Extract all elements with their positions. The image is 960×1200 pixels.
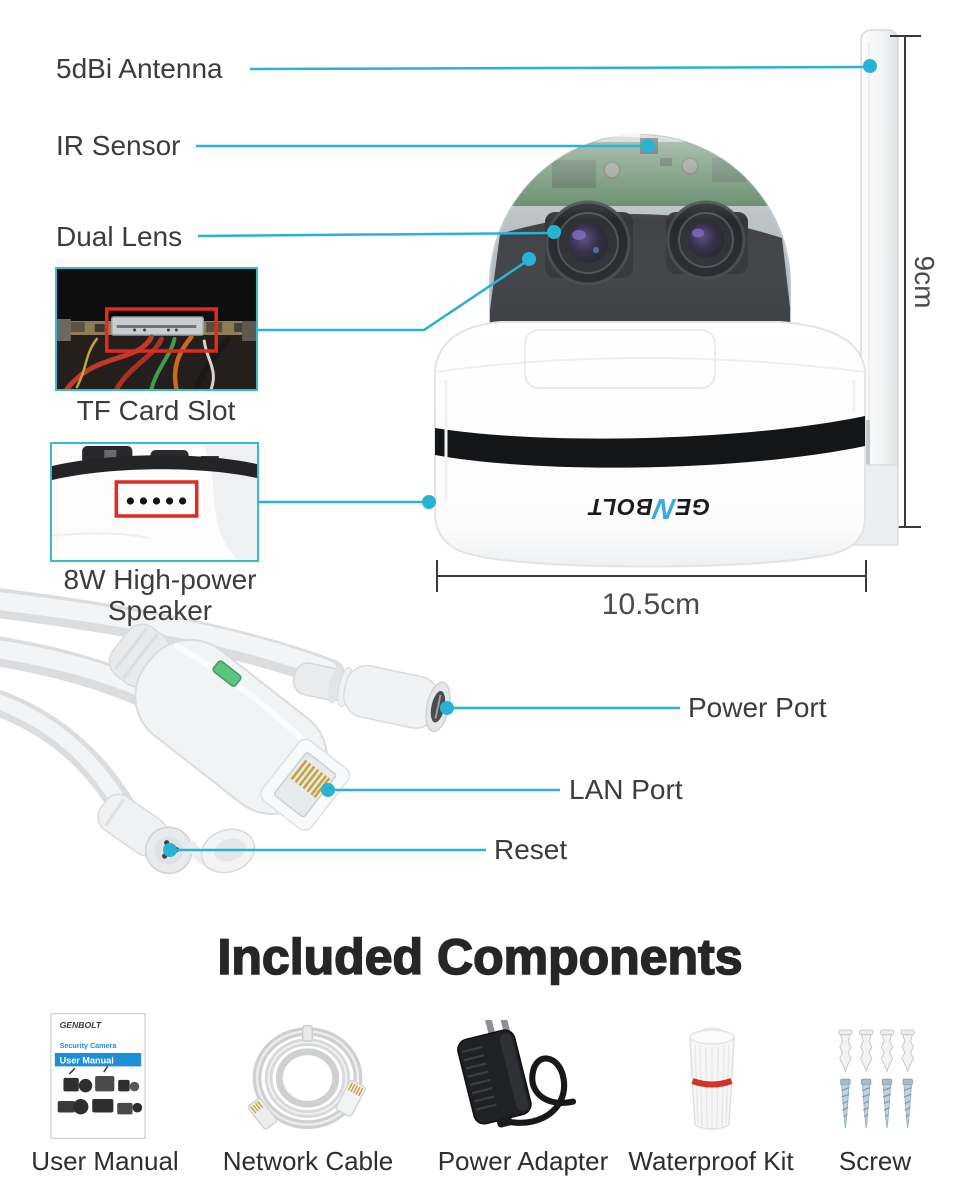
- cable-assembly-illustration: [0, 588, 451, 875]
- anchor-and-screw-set: [838, 1029, 915, 1129]
- tf-card-inset-illustration: [57, 269, 256, 389]
- network-cable-image: [225, 1018, 390, 1145]
- screw-illustration: [838, 1029, 915, 1129]
- user-manual-image: GENBOLT Security Camera User Manual: [50, 1012, 146, 1145]
- network-cable-label: Network Cable: [222, 1146, 394, 1176]
- speaker-inset-illustration: [52, 444, 257, 560]
- height-dimension-value: 9cm: [909, 255, 940, 309]
- user-manual-illustration: GENBOLT Security Camera User Manual: [50, 1012, 146, 1140]
- reset-connector: [97, 793, 193, 875]
- manual-brand-text: GENBOLT: [60, 1020, 102, 1030]
- power-adapter-illustration: [457, 1017, 577, 1128]
- manual-tagline-text: Security Camera: [60, 1041, 118, 1050]
- callout-dots: [163, 59, 877, 857]
- logo-post: BOLT: [588, 494, 653, 520]
- width-dimension-line: [436, 560, 867, 592]
- rj45-connector-left: [247, 1097, 278, 1130]
- logo-pre: GE: [674, 494, 711, 520]
- tf-card-label: TF Card Slot: [76, 395, 236, 426]
- screw-image: [835, 1026, 920, 1141]
- power-port-label: Power Port: [688, 692, 827, 723]
- speaker-label-line1: 8W High-power: [63, 564, 257, 595]
- network-cable-illustration: [247, 1024, 366, 1130]
- speaker-label: 8W High-power Speaker: [20, 564, 300, 626]
- manual-product-montage: [57, 1066, 143, 1115]
- dual-lens-label: Dual Lens: [56, 221, 183, 252]
- power-adapter-label: Power Adapter: [437, 1146, 609, 1176]
- manual-banner-text: User Manual: [60, 1056, 114, 1066]
- power-adapter-image: [445, 1017, 605, 1143]
- speaker-inset-photo: [50, 442, 259, 562]
- lan-port-label: LAN Port: [569, 774, 683, 805]
- waterproof-kit-label: Waterproof Kit: [628, 1146, 794, 1176]
- waterproof-kit-image: [668, 1025, 756, 1142]
- camera-brand-logo: GENBOLT: [588, 491, 710, 524]
- width-dimension-value: 10.5cm: [601, 588, 701, 621]
- callout-lines: [173, 65, 869, 852]
- antenna-label: 5dBi Antenna: [56, 53, 223, 84]
- power-connector: [292, 662, 451, 733]
- waterproof-kit-illustration: [689, 1027, 735, 1130]
- rj45-connector-right: [335, 1079, 366, 1117]
- tf-card-inset-photo: [55, 267, 258, 391]
- user-manual-label: User Manual: [31, 1146, 179, 1176]
- screw-label: Screw: [838, 1146, 912, 1176]
- lan-connector: [108, 623, 351, 831]
- ir-sensor-label: IR Sensor: [56, 130, 181, 161]
- speaker-label-line2: Speaker: [107, 595, 213, 626]
- dome-illustration: [489, 131, 791, 326]
- reset-label: Reset: [494, 834, 568, 865]
- included-components-title: Included Components: [217, 928, 744, 986]
- base-illustration: [434, 321, 866, 568]
